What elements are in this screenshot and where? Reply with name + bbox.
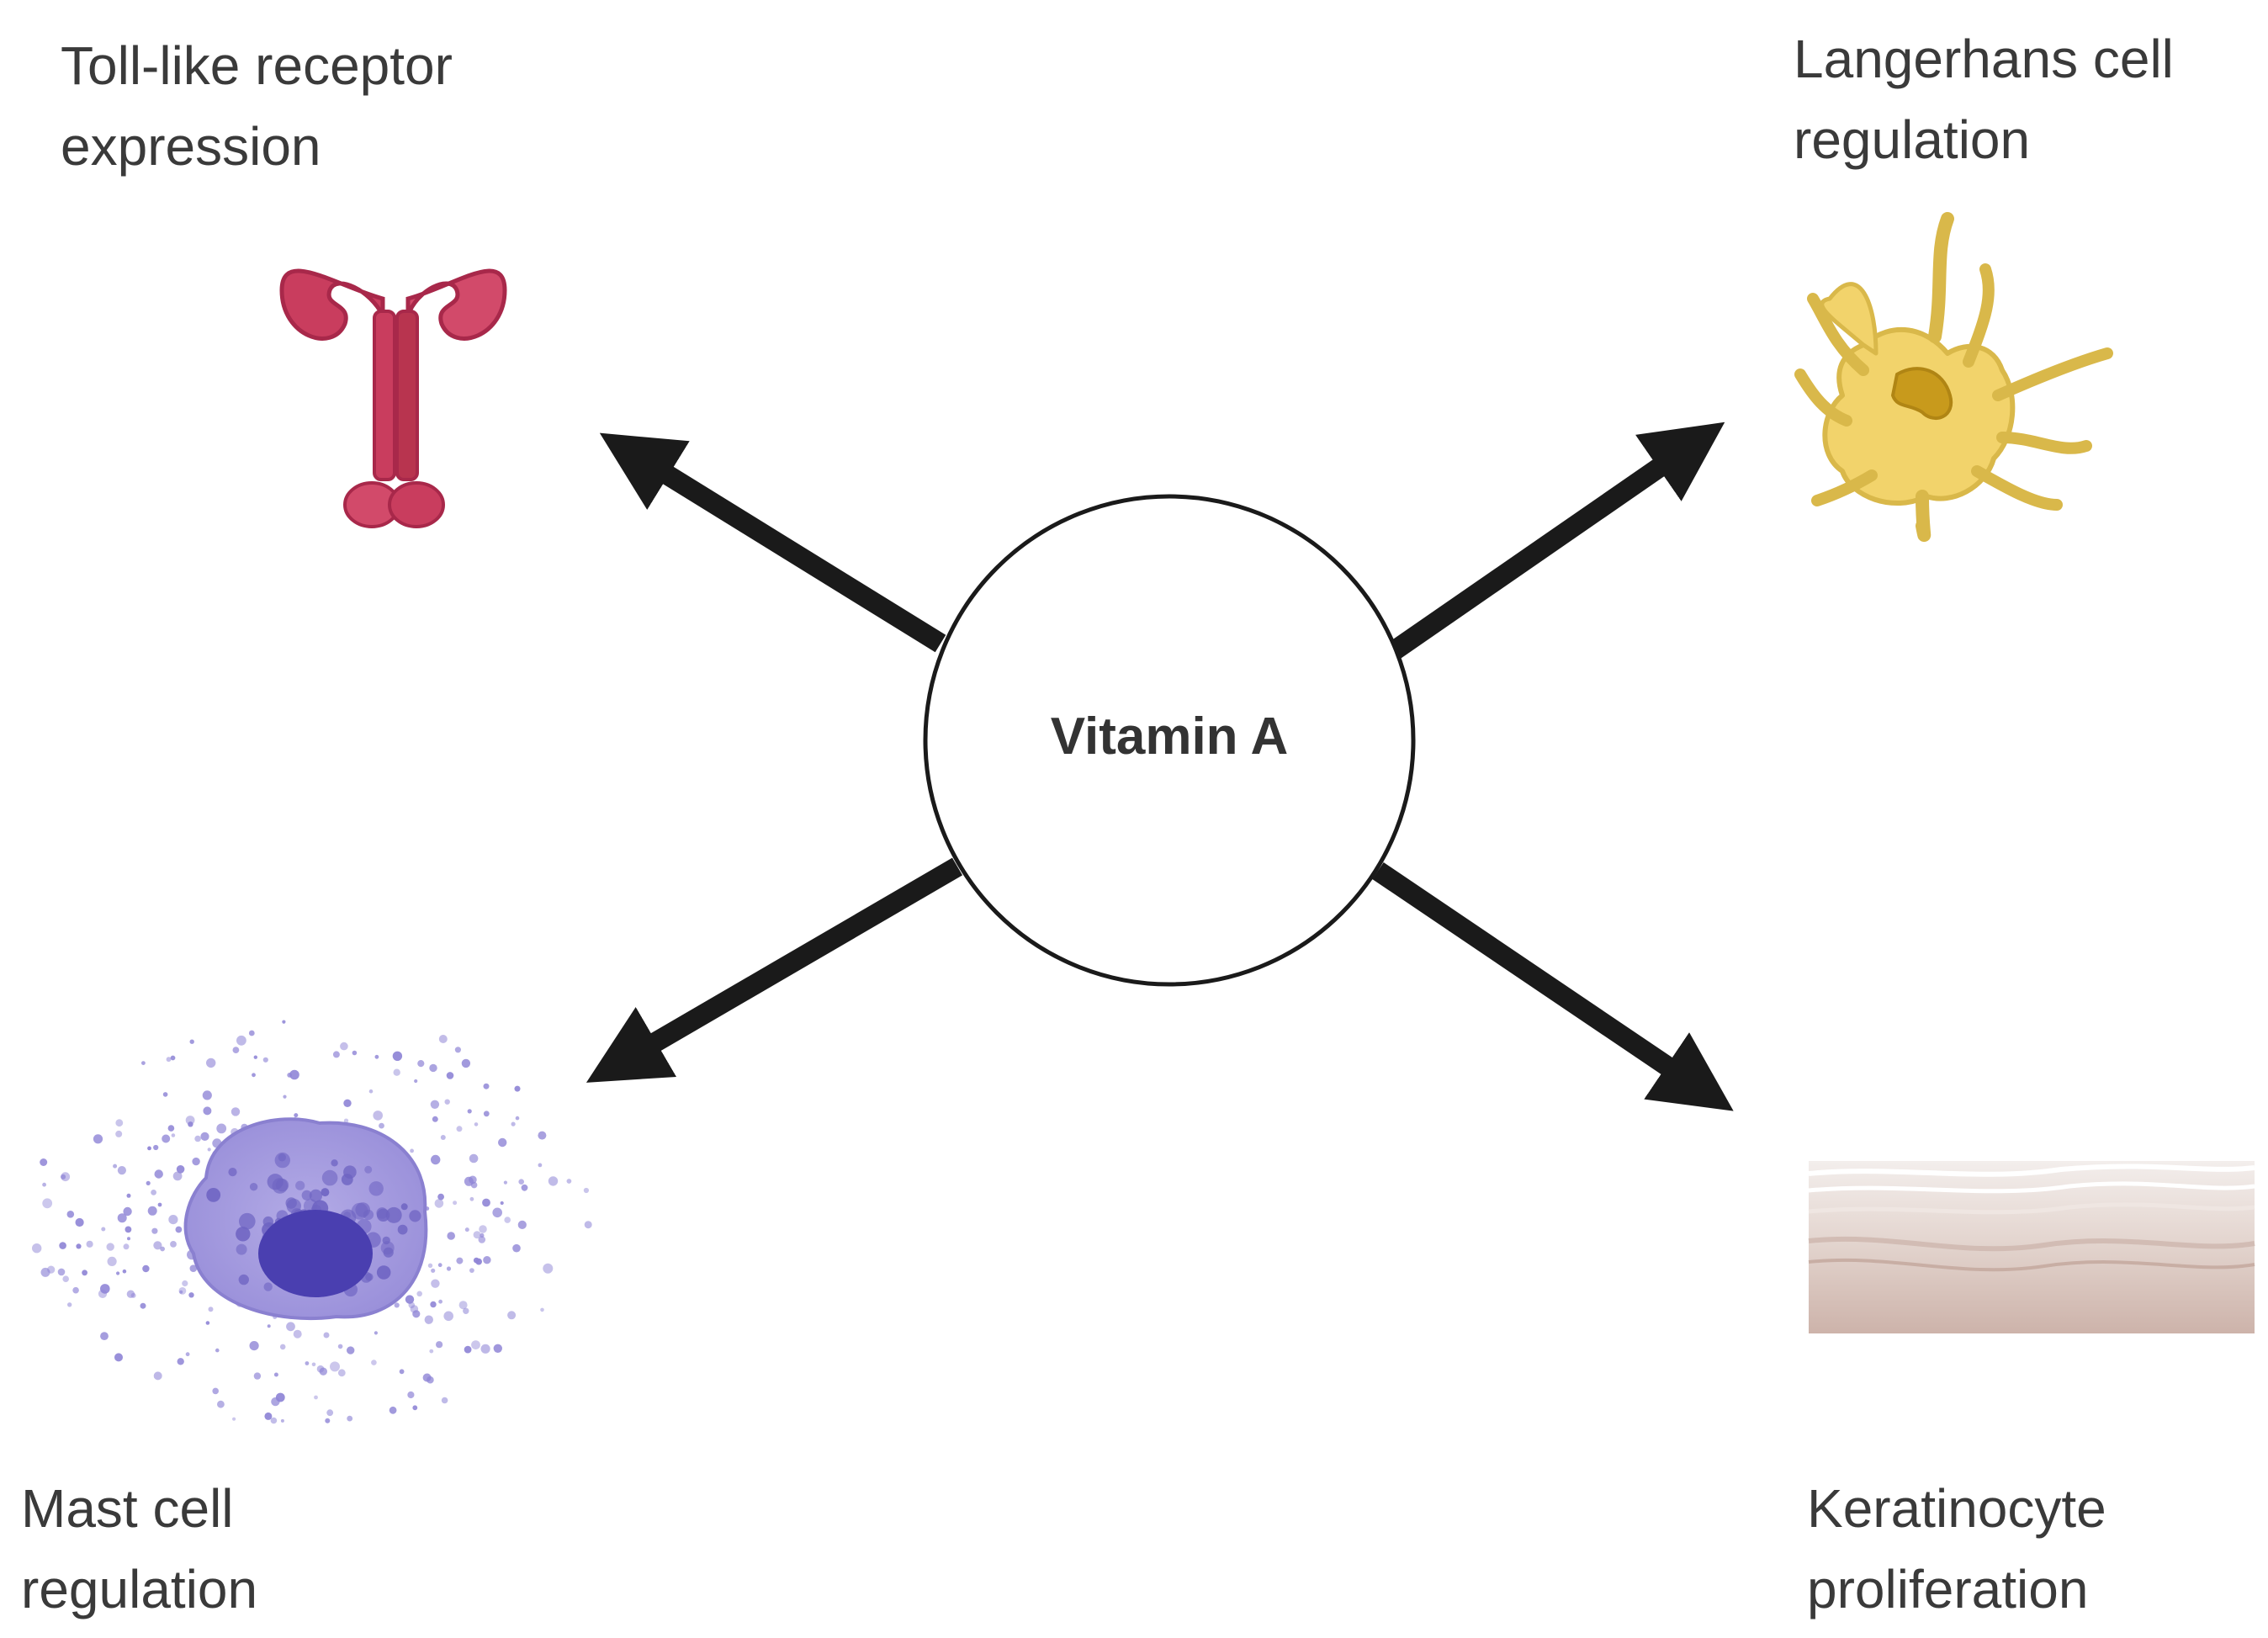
mast-cell-icon: [32, 1020, 592, 1424]
label-toll-like-receptor-line1: Toll-like receptor: [61, 35, 453, 96]
label-langerhans-cell-line2: regulation: [1794, 109, 2031, 170]
label-langerhans-cell: Langerhans cell regulation: [1794, 19, 2174, 180]
label-keratinocyte: Keratinocyte proliferation: [1807, 1468, 2106, 1630]
label-mast-cell-line2: regulation: [21, 1559, 258, 1619]
arrow-to-langerhans-cell: [1389, 421, 1725, 659]
label-mast-cell-line1: Mast cell: [21, 1478, 234, 1539]
toll-like-receptor-icon: [279, 268, 507, 528]
label-keratinocyte-line1: Keratinocyte: [1807, 1478, 2106, 1539]
label-langerhans-cell-line1: Langerhans cell: [1794, 29, 2174, 89]
skin-layers-icon: [1808, 1161, 2255, 1333]
arrow-to-mast-cell: [586, 857, 963, 1083]
arrow-to-toll-like-receptor: [599, 432, 946, 653]
label-toll-like-receptor: Toll-like receptor expression: [61, 25, 453, 187]
label-mast-cell: Mast cell regulation: [21, 1468, 257, 1630]
label-toll-like-receptor-line2: expression: [61, 116, 321, 177]
vitamin-a-node: [923, 494, 1416, 987]
label-keratinocyte-line2: proliferation: [1807, 1559, 2089, 1619]
center-label: Vitamin A: [1050, 708, 1289, 766]
arrow-to-keratinocyte: [1372, 862, 1734, 1111]
langerhans-cell-icon: [1794, 212, 2113, 543]
